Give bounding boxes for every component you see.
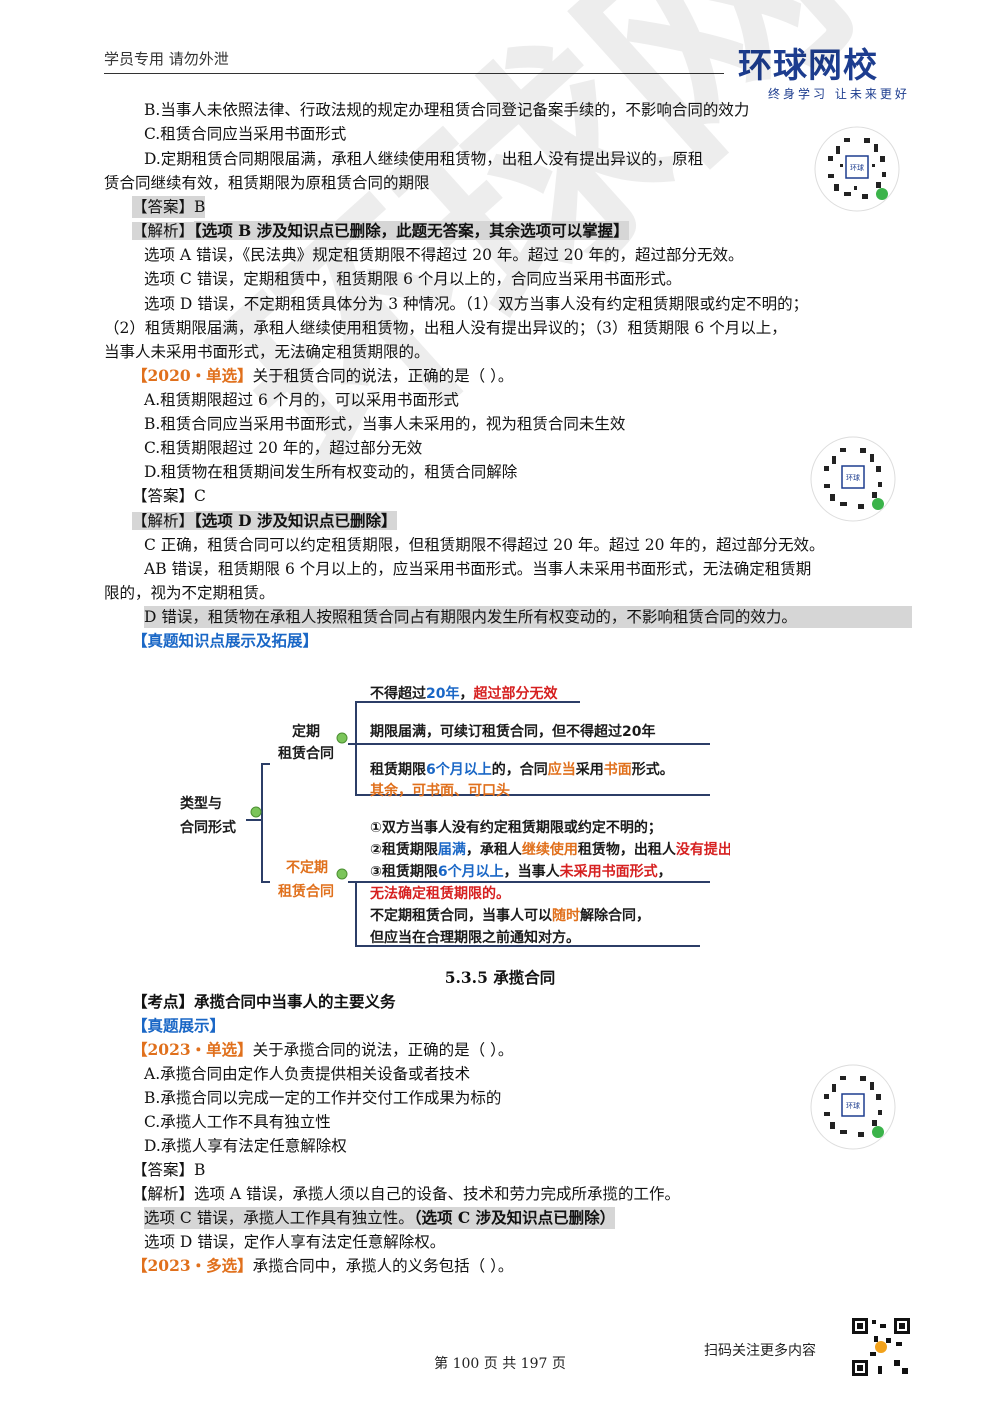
analysis-note: 【选项 B 涉及知识点已删除，此题无答案，其余选项可以掌握】: [194, 221, 629, 240]
q3-answer: 【答案】B: [132, 1161, 206, 1179]
mindmap-indef-rule-6: 但应当在合理期限之前通知对方。: [369, 929, 580, 946]
q3-tag: 【2023・单选】: [132, 1040, 253, 1059]
kaodian-tag: 【考点】: [132, 992, 195, 1011]
mindmap-fixed-rule-2: 期限届满，可续订租赁合同，但不得超过20年: [370, 723, 655, 740]
mindmap-indef-1: 不定期: [286, 859, 328, 876]
q3-explain-c-note: （选项 C 涉及知识点已删除）: [413, 1208, 616, 1227]
svg-text:环球: 环球: [850, 163, 864, 172]
section-title: 5.3.5 承揽合同: [444, 968, 556, 987]
qr-code-icon[interactable]: 环球: [810, 436, 896, 522]
qr-code-icon[interactable]: 环球: [810, 1064, 896, 1150]
q2-explain-c: C 正确，租赁合同可以约定租赁期限，但租赁期限不得超过 20 年。超过 20 年…: [144, 536, 825, 554]
svg-text:环球: 环球: [846, 473, 860, 482]
mindmap-root-1: 类型与: [180, 795, 222, 812]
mindmap-indef-rule-5: 不定期租赁合同，当事人可以随时解除合同，: [370, 907, 650, 924]
svg-text:环球: 环球: [846, 1101, 860, 1110]
q3-explain-c: 选项 C 错误，承揽人工作具有独立性。: [144, 1209, 414, 1227]
q3-explain-a: 【解析】选项 A 错误，承揽人须以自己的设备、技术和劳力完成所承揽的工作。: [132, 1185, 681, 1203]
q3-option-a: A.承揽合同由定作人负责提供相关设备或者技术: [144, 1065, 471, 1083]
q2-analysis-label: 【解析】: [132, 512, 195, 530]
mindmap-fixed-rule-4: 其余，可书面、可口头: [370, 782, 510, 799]
explain-d: 选项 D 错误，不定期租赁具体分为 3 种情况。（1）双方当事人没有约定租赁期限…: [144, 295, 809, 313]
q2-explain-ab-2: 限的，视为不定期租赁。: [104, 584, 275, 602]
header-notice: 学员专用 请勿外泄: [104, 50, 229, 68]
mindmap-fixed-rule-1: 不得超过20年，超过部分无效: [370, 685, 558, 702]
explain-c: 选项 C 错误，定期租赁中，租赁期限 6 个月以上的，合同应当采用书面形式。: [144, 270, 682, 288]
mindmap-indef-rule-2: ②租赁期限届满，承租人继续使用租赁物，出租人没有提出异议的；: [370, 841, 730, 858]
explain-d-2: （2）租赁期限届满，承租人继续使用租赁物，出租人没有提出异议的；（3）租赁期限 …: [104, 319, 787, 337]
kaodian-text: 承揽合同中当事人的主要义务: [194, 992, 396, 1011]
explain-d-3: 当事人未采用书面形式，无法确定租赁期限的。: [104, 343, 430, 361]
qr-code-icon[interactable]: 环球: [814, 126, 900, 212]
answer-label: 【答案】B: [132, 196, 206, 218]
q2-answer: 【答案】C: [132, 487, 206, 505]
header-rule: [104, 73, 724, 74]
mindmap-indef-rule-1: ①双方当事人没有约定租赁期限或约定不明的；: [370, 819, 662, 836]
option-d-cont: 赁合同继续有效，租赁期限为原租赁合同的期限: [104, 174, 430, 192]
q2-explain-ab: AB 错误，租赁期限 6 个月以上的，应当采用书面形式。当事人未采用书面形式，无…: [144, 560, 812, 578]
q3-stem: 关于承揽合同的说法，正确的是（ ）。: [252, 1041, 514, 1059]
mindmap-indef-rule-3: ③租赁期限6个月以上，当事人未采用书面形式，: [370, 863, 672, 880]
option-b: B.当事人未依照法律、行政法规的规定办理租赁合同登记备案手续的，不影响合同的效力: [144, 101, 750, 119]
q2-option-c: C.租赁期限超过 20 年的，超过部分无效: [144, 439, 423, 457]
q2-option-a: A.租赁期限超过 6 个月的，可以采用书面形式: [144, 391, 459, 409]
q2-explain-d: D 错误，租赁物在承租人按照租赁合同占有期限内发生所有权变动的，不影响租赁合同的…: [144, 606, 912, 628]
question-tag: 【2020・单选】: [132, 366, 253, 385]
q4-stem: 承揽合同中，承揽人的义务包括（ ）。: [252, 1257, 514, 1275]
q2-analysis-note: 【选项 D 涉及知识点已删除】: [194, 511, 397, 530]
q4-tag: 【2023・多选】: [132, 1256, 253, 1275]
logo-slogan: 终身学习 让未来更好: [768, 87, 910, 101]
q3-option-b: B.承揽合同以完成一定的工作并交付工作成果为标的: [144, 1089, 502, 1107]
mindmap-fixed-2: 租赁合同: [278, 745, 334, 762]
mind-map: 类型与 合同形式 定期 租赁合同 不定期 租赁合同 不得超过20年，超过部分无效…: [180, 685, 730, 947]
mindmap-fixed-rule-3: 租赁期限6个月以上的，合同应当采用书面形式。: [370, 761, 674, 778]
q2-option-b: B.租赁合同应当采用书面形式，当事人未采用的，视为租赁合同未生效: [144, 415, 626, 433]
zhenti-heading: 【真题展示】: [132, 1016, 226, 1035]
option-c: C.租赁合同应当采用书面形式: [144, 125, 347, 143]
q2-option-d: D.租赁物在租赁期间发生所有权变动的，租赁合同解除: [144, 463, 518, 481]
mindmap-root-2: 合同形式: [180, 819, 236, 836]
question-stem: 关于租赁合同的说法，正确的是（ ）。: [252, 367, 514, 385]
scan-prompt: 扫码关注更多内容: [704, 1343, 816, 1359]
logo-name: 环球网校: [738, 46, 878, 86]
mindmap-fixed-1: 定期: [292, 723, 320, 740]
mindmap-indef-rule-4: 无法确定租赁期限的。: [369, 885, 510, 902]
footer-qr-code-icon[interactable]: [850, 1316, 912, 1378]
mindmap-indef-2: 租赁合同: [278, 883, 334, 900]
q3-option-d: D.承揽人享有法定任意解除权: [144, 1137, 347, 1155]
analysis-label: 【解析】: [132, 222, 195, 240]
explain-a: 选项 A 错误，《民法典》规定租赁期限不得超过 20 年。超过 20 年的，超过…: [144, 246, 744, 264]
option-d: D.定期租赁合同期限届满，承租人继续使用租赁物，出租人没有提出异议的，原租: [144, 150, 704, 168]
brand-logo: 环球网校 终身学习 让未来更好: [738, 38, 910, 102]
q3-explain-d: 选项 D 错误，定作人享有法定任意解除权。: [144, 1233, 446, 1251]
expand-heading: 【真题知识点展示及拓展】: [132, 631, 319, 650]
q3-option-c: C.承揽人工作不具有独立性: [144, 1113, 331, 1131]
page-number: 第 100 页 共 197 页: [434, 1356, 566, 1372]
